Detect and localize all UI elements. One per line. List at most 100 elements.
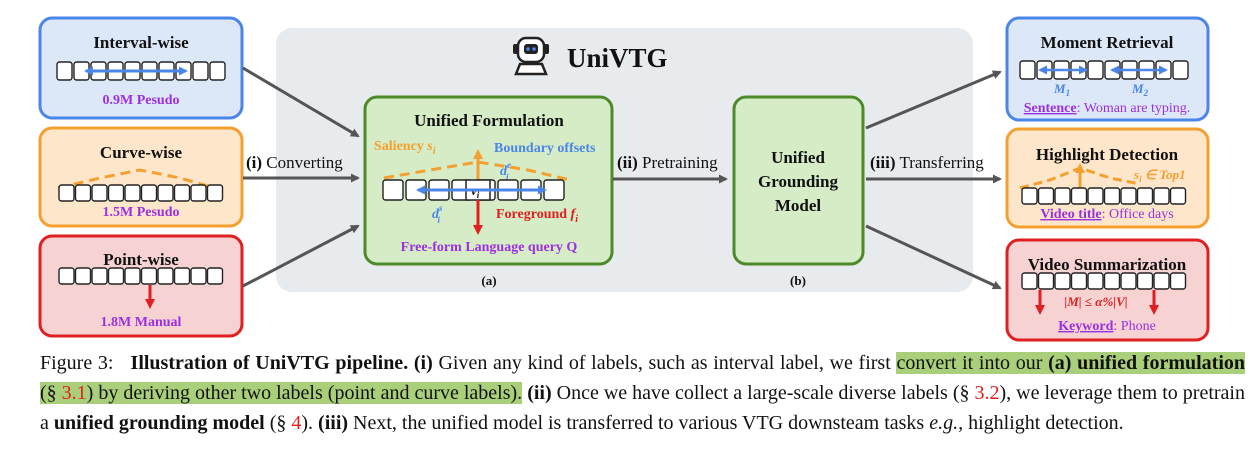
curve-count: 1.5M Pesudo bbox=[103, 205, 180, 220]
caption-step-1: (i) bbox=[413, 352, 433, 374]
section-ref-4[interactable]: 4 bbox=[291, 412, 302, 434]
interval-wise-title: Interval-wise bbox=[93, 33, 189, 52]
clip-cell bbox=[1172, 60, 1189, 80]
caption-step-3: (iii) bbox=[318, 412, 349, 434]
caption-text-1: Given any kind of labels, such as interv… bbox=[432, 352, 897, 374]
hd-clip-sequence bbox=[1021, 187, 1187, 205]
clip-cell bbox=[1103, 187, 1121, 205]
caption-text-5: ). bbox=[301, 412, 319, 434]
clip-cell bbox=[1153, 187, 1170, 205]
clip-cell bbox=[1037, 272, 1055, 290]
clip-cell bbox=[1021, 272, 1038, 290]
caption-title: Illustration of UniVTG pipeline. bbox=[130, 352, 409, 374]
clip-cell bbox=[1054, 187, 1071, 205]
formulation-tag: (a) bbox=[481, 273, 496, 288]
clip-cell bbox=[1021, 187, 1038, 205]
moment-2-label: M2 bbox=[1131, 81, 1149, 98]
clip-cell bbox=[107, 184, 125, 202]
clip-cell bbox=[173, 184, 191, 202]
summary-constraint: |M| ≤ α%|V| bbox=[1064, 294, 1127, 309]
vs-clip-sequence bbox=[1021, 272, 1187, 290]
point-wise-box bbox=[38, 234, 244, 338]
saliency-label: Saliency si bbox=[374, 139, 436, 157]
clip-cell bbox=[74, 184, 92, 202]
clip-cell bbox=[157, 184, 174, 202]
model-tag: (b) bbox=[790, 273, 806, 288]
clip-cell bbox=[74, 267, 92, 285]
interval-count: 0.9M Pesudo bbox=[103, 93, 180, 108]
arrow-point-to-formulation bbox=[242, 224, 360, 288]
caption-bold-model: unified grounding model bbox=[53, 412, 265, 434]
clip-cell bbox=[192, 61, 209, 81]
clip-cell bbox=[1120, 187, 1137, 205]
clip-cell bbox=[173, 267, 191, 285]
clip-cell bbox=[1070, 187, 1088, 205]
clip-cell bbox=[1153, 272, 1170, 290]
clip-cell bbox=[206, 267, 224, 285]
clip-cell bbox=[382, 179, 404, 201]
point-count: 1.8M Manual bbox=[101, 315, 182, 330]
foreground-label: Foreground fi bbox=[496, 207, 578, 225]
clip-cell bbox=[1087, 60, 1104, 80]
clip-cell bbox=[56, 61, 73, 81]
highlight-detection-title: Highlight Detection bbox=[1036, 145, 1179, 164]
clip-cell bbox=[1136, 187, 1154, 205]
clip-cell bbox=[190, 267, 207, 285]
moment-1-label: M1 bbox=[1053, 81, 1070, 98]
clip-cell bbox=[91, 184, 108, 202]
moment-retrieval-title: Moment Retrieval bbox=[1041, 33, 1174, 52]
clip-cell bbox=[1037, 187, 1055, 205]
clip-cell bbox=[1169, 187, 1187, 205]
caption-eg: e.g., bbox=[929, 412, 964, 434]
arrow-to-video-summarization bbox=[865, 224, 1002, 290]
curve-saliency-line bbox=[57, 168, 223, 192]
highlight-condition: si ∈ Top1 bbox=[1133, 167, 1186, 184]
clip-cell bbox=[1054, 272, 1071, 290]
clip-cell bbox=[1087, 272, 1104, 290]
clip-cell bbox=[1169, 272, 1187, 290]
figure-caption: Figure 3: Illustration of UniVTG pipelin… bbox=[40, 348, 1246, 438]
caption-text-4: (§ bbox=[264, 412, 292, 434]
section-ref-3-2[interactable]: 3.2 bbox=[974, 382, 1000, 404]
arrow-interval-to-formulation bbox=[242, 66, 360, 138]
transferring-label: (iii) Transferring bbox=[870, 153, 984, 172]
clip-cell bbox=[543, 179, 565, 201]
model-line-2: Grounding bbox=[758, 172, 839, 191]
clip-cell bbox=[1070, 272, 1088, 290]
mr-query-text: Sentence: Woman are typing. bbox=[1024, 101, 1191, 116]
clip-cell bbox=[58, 267, 75, 285]
model-line-3: Model bbox=[775, 196, 822, 215]
caption-label: Figure 3: bbox=[40, 352, 114, 374]
clip-cell bbox=[1120, 272, 1137, 290]
caption-text-6: Next, the unified model is transferred t… bbox=[348, 412, 930, 434]
vs-query-text: Keyword: Phone bbox=[1058, 319, 1156, 334]
curve-wise-box bbox=[38, 126, 244, 228]
clip-cell bbox=[209, 61, 226, 81]
converting-label: (i) Converting bbox=[246, 153, 343, 172]
point-clip-sequence bbox=[58, 267, 224, 285]
clip-cell bbox=[140, 267, 158, 285]
caption-step-2: (ii) bbox=[522, 382, 552, 404]
formulation-title: Unified Formulation bbox=[414, 111, 564, 130]
boundary-offsets-label: Boundary offsets bbox=[494, 141, 596, 156]
language-query-label: Free-form Language query Q bbox=[401, 240, 578, 255]
formulation-saliency-curve bbox=[383, 160, 571, 182]
point-wise-title: Point-wise bbox=[103, 250, 179, 269]
curve-clip-sequence bbox=[58, 184, 224, 202]
curve-wise-title: Curve-wise bbox=[100, 143, 183, 162]
pipeline-diagram: UniVTG Interval-wise 0.9M Pesudo Curve-w… bbox=[38, 16, 1210, 342]
clip-cell bbox=[124, 184, 141, 202]
pretraining-label: (ii) Pretraining bbox=[617, 153, 718, 172]
video-summarization-box bbox=[1005, 238, 1210, 342]
video-summarization-title: Video Summarization bbox=[1028, 255, 1187, 274]
caption-text-7: highlight detection. bbox=[963, 412, 1124, 434]
clip-cell bbox=[1103, 272, 1121, 290]
hd-query-text: Video title: Office days bbox=[1040, 207, 1173, 222]
section-ref-3-1[interactable]: 3.1 bbox=[61, 382, 87, 404]
caption-text-3: ), we leverage them to pretrain a bbox=[40, 382, 1245, 434]
clip-cell bbox=[1019, 60, 1036, 80]
clip-cell bbox=[190, 184, 207, 202]
clip-cell bbox=[1087, 187, 1104, 205]
